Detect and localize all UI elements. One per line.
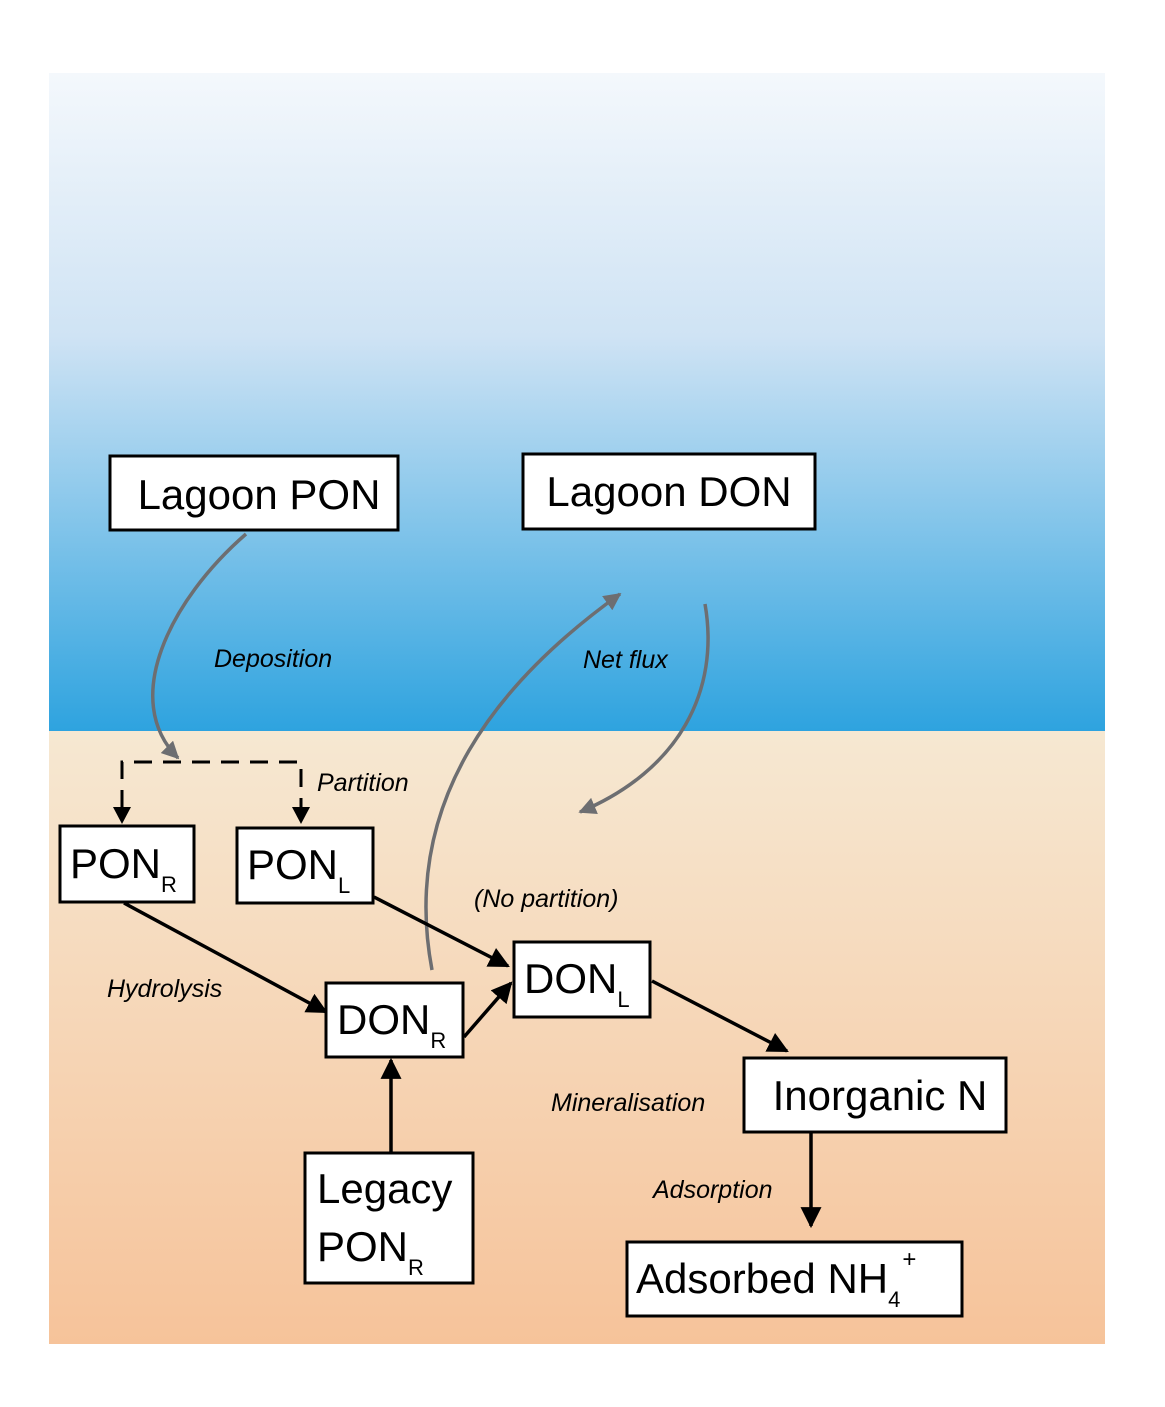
svg-text:PONL: PONL [247, 841, 350, 898]
pon-r-label: PON [70, 840, 161, 887]
mineralisation-label: Mineralisation [551, 1089, 705, 1117]
don-r-box: DONR [324, 981, 465, 1059]
inorganic-n-label: Inorganic N [773, 1072, 988, 1119]
adsorption-label: Adsorption [651, 1176, 773, 1204]
pon-l-to-don-l-arrow [373, 895, 510, 968]
lagoon-don-label: Lagoon DON [546, 468, 791, 515]
svg-text:Adsorbed NH4+: Adsorbed NH4+ [636, 1246, 916, 1312]
net-flux-up-arrow [424, 592, 622, 971]
adsorbed-nh4-subscript: 4 [888, 1287, 900, 1312]
legacy-pon-subscript: R [408, 1255, 424, 1280]
partition-arrowhead-r [113, 807, 131, 824]
svg-text:DONL: DONL [524, 955, 630, 1012]
don-r-label: DON [337, 996, 430, 1043]
hydrolysis-label: Hydrolysis [107, 975, 222, 1003]
adsorbed-nh4-superscript: + [902, 1246, 916, 1273]
deposition-label: Deposition [214, 645, 332, 673]
lagoon-pon-box: Lagoon PON [108, 454, 400, 532]
don-l-box: DONL [512, 940, 652, 1019]
pon-r-box: PONR [58, 824, 196, 904]
lagoon-pon-label: Lagoon PON [138, 471, 381, 518]
deposition-arrow [151, 532, 248, 760]
partition-label: Partition [317, 769, 409, 797]
legacy-pon-label: PON [317, 1223, 408, 1270]
partition-connector [120, 760, 303, 808]
svg-text:PONR: PONR [70, 840, 177, 897]
don-r-to-don-l-arrow [462, 981, 513, 1039]
don-r-subscript: R [430, 1028, 446, 1053]
pon-l-box: PONL [235, 826, 375, 905]
water-column [49, 73, 1105, 731]
partition-arrowhead-l [292, 807, 310, 824]
adsorbed-nh4-label: Adsorbed NH [636, 1255, 888, 1302]
inorganic-n-box: Inorganic N [742, 1056, 1008, 1134]
net-flux-down-arrow [578, 603, 710, 814]
lagoon-don-box: Lagoon DON [521, 452, 817, 531]
don-l-subscript: L [617, 987, 629, 1012]
net-flux-label: Net flux [583, 646, 669, 674]
adsorbed-nh4-box: Adsorbed NH4+ [625, 1240, 964, 1318]
svg-text:DONR: DONR [337, 996, 446, 1053]
legacy-label: Legacy [317, 1165, 452, 1212]
svg-text:PONR: PONR [317, 1223, 424, 1280]
pon-r-subscript: R [161, 872, 177, 897]
pon-l-label: PON [247, 841, 338, 888]
legacy-pon-r-box: Legacy PONR [303, 1151, 475, 1285]
don-l-label: DON [524, 955, 617, 1002]
no-partition-label: (No partition) [474, 885, 619, 913]
pon-l-subscript: L [338, 873, 350, 898]
mineralisation-arrow [651, 979, 789, 1053]
hydrolysis-arrow [123, 901, 328, 1014]
